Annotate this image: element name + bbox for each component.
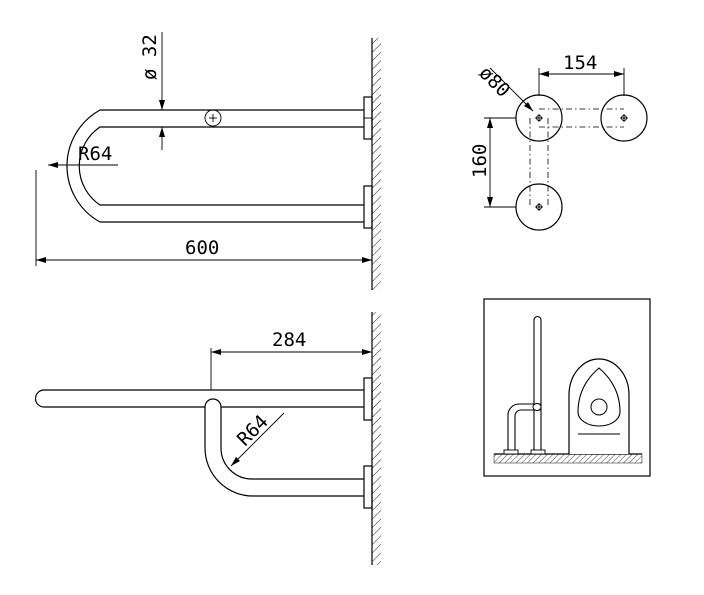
dim-overall-length-label: 600: [185, 237, 219, 259]
dim-top-bend-radius: R64: [230, 411, 285, 467]
dim-horizontal-spacing-label: 154: [563, 52, 597, 74]
dim-top-bend-radius-label: R64: [233, 411, 273, 451]
side-view-hole-mark: [204, 109, 222, 127]
top-view-swing-arm: [204, 398, 364, 497]
side-view-flange-lower: [363, 185, 373, 229]
side-view-u-bar: [66, 109, 372, 223]
top-view-flange-upper: [363, 377, 373, 421]
top-view-straight-bar: [34, 389, 364, 408]
dim-overall-length: 600: [35, 170, 372, 266]
dim-flange-diameter: ø80: [474, 62, 534, 112]
dim-top-length: 284: [210, 329, 372, 390]
dim-tube-diameter-label: ø 32: [139, 34, 161, 80]
side-view: ø 32 R64 600: [35, 32, 381, 290]
dim-flange-diameter-label: ø80: [474, 62, 514, 102]
side-view-wall: [371, 38, 381, 290]
illustration-grab-bar: [503, 315, 546, 455]
dim-horizontal-spacing: 154: [538, 52, 625, 96]
top-view-flange-lower: [363, 465, 373, 509]
dim-vertical-spacing-label: 160: [469, 144, 491, 178]
plan-hidden-tubes: [529, 108, 624, 207]
installation-illustration: [483, 298, 651, 477]
plan-center-marks: [535, 114, 628, 211]
dim-bend-radius: R64: [48, 143, 118, 168]
dim-vertical-spacing: 160: [469, 117, 516, 208]
illustration-floor: [493, 453, 643, 464]
dim-bend-radius-label: R64: [78, 143, 112, 165]
dim-top-length-label: 284: [272, 329, 306, 351]
dim-tube-diameter: ø 32: [139, 32, 165, 150]
plan-view: ø80 154 160: [469, 52, 648, 231]
top-view: 284 R64: [34, 312, 381, 565]
illustration-urinal: [568, 358, 630, 454]
top-view-wall: [371, 312, 381, 565]
